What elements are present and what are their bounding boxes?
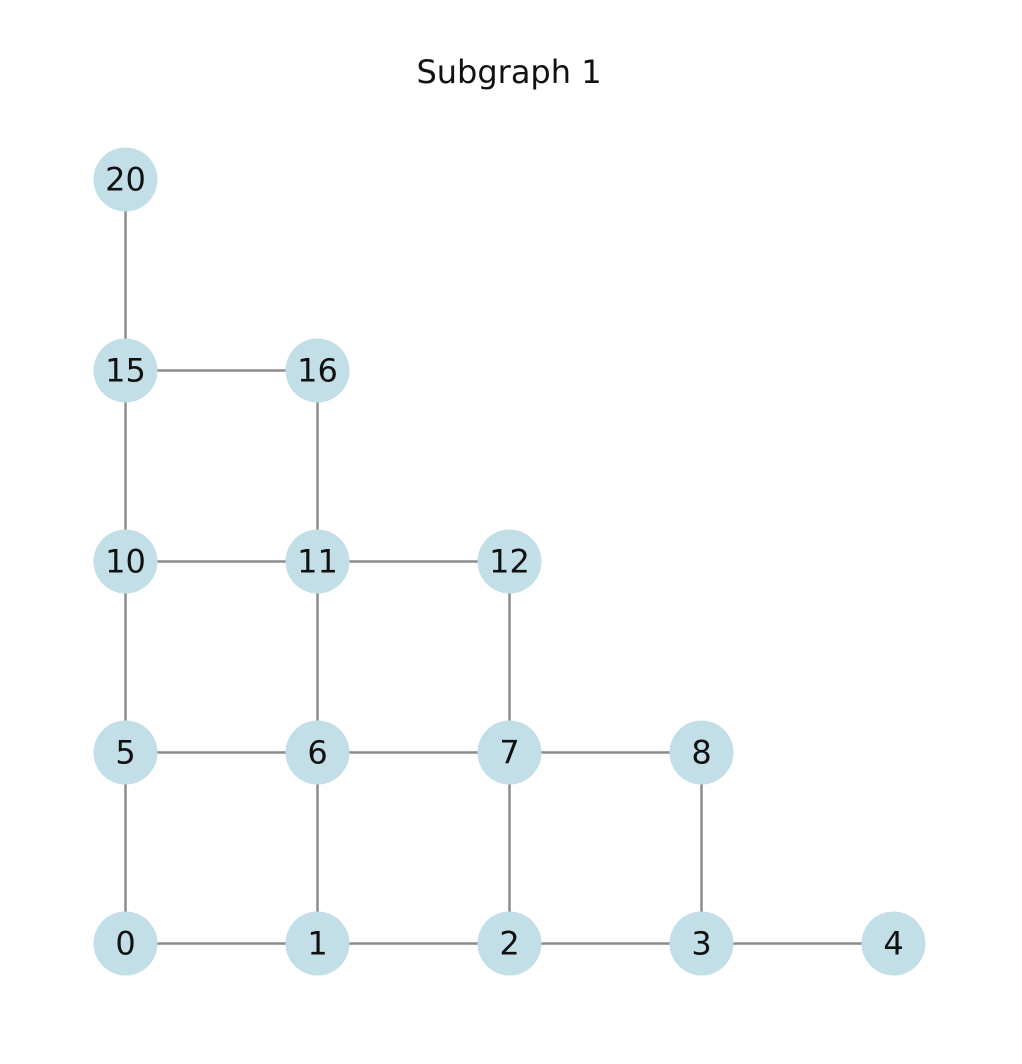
node-circle [93, 529, 158, 594]
node-16: 16 [285, 338, 350, 403]
node-circle [285, 911, 350, 976]
node-label: 16 [297, 352, 338, 390]
node-label: 3 [691, 925, 711, 963]
node-circle [285, 720, 350, 785]
node-circle [477, 529, 542, 594]
node-label: 8 [691, 734, 711, 772]
node-label: 0 [115, 925, 135, 963]
node-circle [285, 338, 350, 403]
node-circle [669, 720, 734, 785]
node-label: 5 [115, 734, 135, 772]
node-label: 11 [297, 543, 338, 581]
node-circle [669, 911, 734, 976]
node-8: 8 [669, 720, 734, 785]
node-label: 10 [105, 543, 146, 581]
node-circle [93, 338, 158, 403]
node-1: 1 [285, 911, 350, 976]
node-label: 1 [307, 925, 327, 963]
node-12: 12 [477, 529, 542, 594]
node-label: 4 [883, 925, 903, 963]
node-label: 7 [499, 734, 519, 772]
node-circle [93, 720, 158, 785]
node-label: 12 [489, 543, 530, 581]
node-circle [93, 147, 158, 212]
node-label: 2 [499, 925, 519, 963]
node-label: 15 [105, 352, 146, 390]
node-circle [93, 911, 158, 976]
node-11: 11 [285, 529, 350, 594]
node-20: 20 [93, 147, 158, 212]
node-2: 2 [477, 911, 542, 976]
graph-title: Subgraph 1 [416, 53, 602, 91]
node-10: 10 [93, 529, 158, 594]
node-circle [285, 529, 350, 594]
node-5: 5 [93, 720, 158, 785]
node-label: 6 [307, 734, 327, 772]
node-4: 4 [861, 911, 926, 976]
node-7: 7 [477, 720, 542, 785]
node-3: 3 [669, 911, 734, 976]
node-0: 0 [93, 911, 158, 976]
node-label: 20 [105, 161, 146, 199]
node-15: 15 [93, 338, 158, 403]
node-circle [477, 911, 542, 976]
node-6: 6 [285, 720, 350, 785]
node-circle [861, 911, 926, 976]
node-circle [477, 720, 542, 785]
